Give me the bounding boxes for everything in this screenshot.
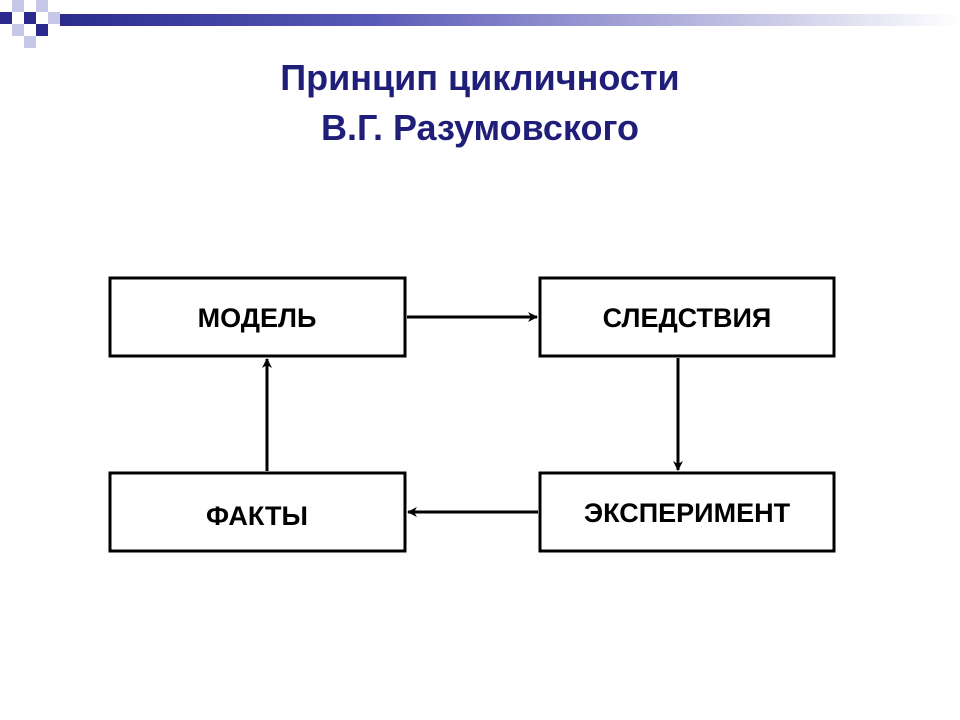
header-gradient-bar xyxy=(60,14,960,26)
node-consequences-label: СЛЕДСТВИЯ xyxy=(603,303,772,333)
corner-decoration xyxy=(0,0,60,48)
slide-title-line-2: В.Г. Разумовского xyxy=(321,107,639,148)
node-experiment: ЭКСПЕРИМЕНТ xyxy=(538,471,836,553)
node-consequences: СЛЕДСТВИЯ xyxy=(538,276,836,358)
node-facts: ФАКТЫ xyxy=(108,471,407,553)
node-model-label: МОДЕЛЬ xyxy=(198,303,317,333)
slide-title-line-1: Принцип цикличности xyxy=(280,57,680,98)
node-model: МОДЕЛЬ xyxy=(108,276,407,358)
node-facts-label: ФАКТЫ xyxy=(206,501,308,531)
node-experiment-label: ЭКСПЕРИМЕНТ xyxy=(584,498,791,528)
